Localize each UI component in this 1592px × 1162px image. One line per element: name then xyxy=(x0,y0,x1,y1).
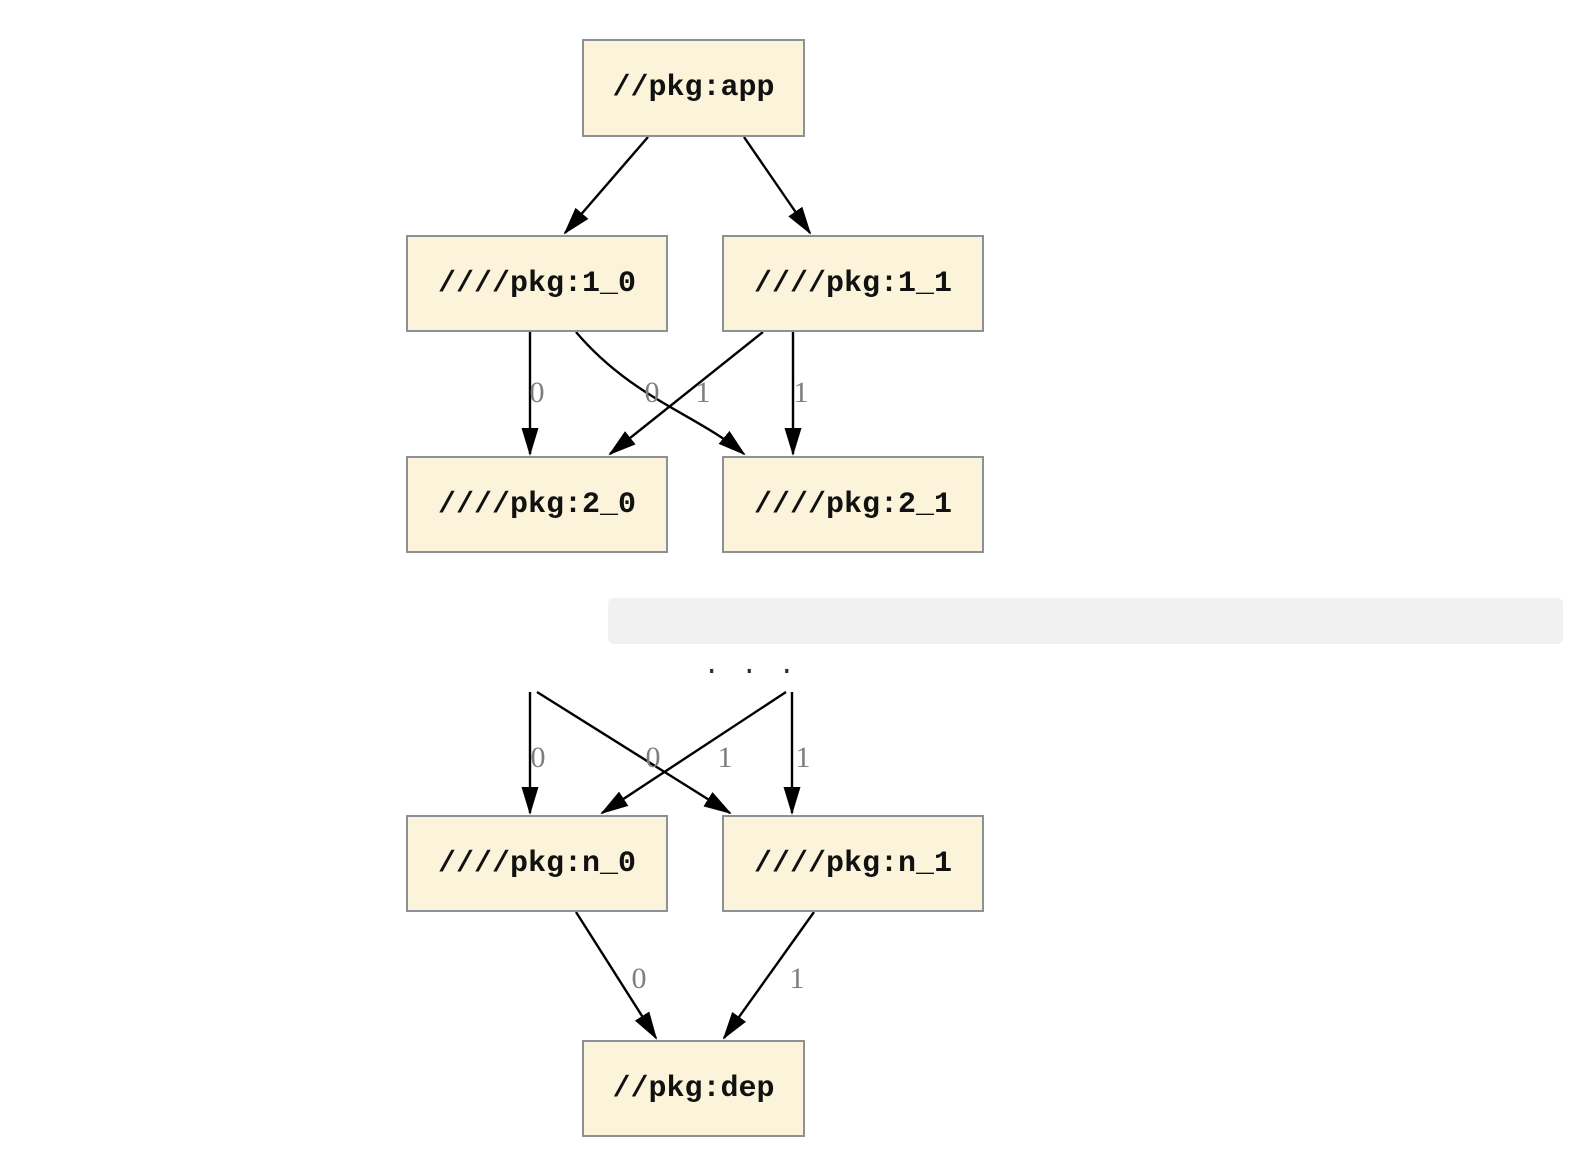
ellipsis-code-band: . . . xyxy=(608,598,1563,682)
edge-1_1-to-2_0 xyxy=(608,331,764,456)
node-pkg-n_0: ////pkg:n_0 xyxy=(406,815,668,912)
node-pkg-1_1-label: ////pkg:1_1 xyxy=(753,266,953,301)
node-pkg-2_0-label: ////pkg:2_0 xyxy=(437,487,637,522)
node-pkg-dep-label: //pkg:dep xyxy=(612,1071,775,1106)
node-pkg-1_1: ////pkg:1_1 xyxy=(722,235,984,332)
ellipsis-dots: . . . xyxy=(703,651,796,682)
edge-1_0-to-2_1 xyxy=(575,331,746,456)
node-pkg-2_1-label: ////pkg:2_1 xyxy=(753,487,953,522)
edge-label-1_0-2_0: 0 xyxy=(529,376,545,409)
edge-label-1_1-2_1: 1 xyxy=(793,376,809,409)
edge-label-into-n_1-cross: 1 xyxy=(717,741,733,774)
node-pkg-n_1-label: ////pkg:n_1 xyxy=(753,846,953,881)
edge-label-into-n_0-straight: 0 xyxy=(530,741,546,774)
edge-app-to-1_0 xyxy=(563,136,649,235)
node-pkg-2_1: ////pkg:2_1 xyxy=(722,456,984,553)
node-pkg-2_0: ////pkg:2_0 xyxy=(406,456,668,553)
edge-label-into-n_1-straight: 1 xyxy=(795,741,811,774)
edge-app-to-1_1 xyxy=(743,136,812,235)
edge-label-1_1-2_0: 0 xyxy=(644,376,660,409)
node-pkg-app-label: //pkg:app xyxy=(612,71,775,105)
edge-label-n_0-dep: 0 xyxy=(631,962,647,995)
node-pkg-n_1: ////pkg:n_1 xyxy=(722,815,984,912)
edge-label-n_1-dep: 1 xyxy=(789,962,805,995)
edge-label-into-n_0-cross: 0 xyxy=(645,741,661,774)
node-pkg-1_0-label: ////pkg:1_0 xyxy=(437,266,637,301)
edge-label-1_0-2_1: 1 xyxy=(695,376,711,409)
node-pkg-n_0-label: ////pkg:n_0 xyxy=(437,846,637,881)
node-pkg-1_0: ////pkg:1_0 xyxy=(406,235,668,332)
node-pkg-app: //pkg:app xyxy=(582,39,805,137)
node-pkg-dep: //pkg:dep xyxy=(582,1040,805,1137)
